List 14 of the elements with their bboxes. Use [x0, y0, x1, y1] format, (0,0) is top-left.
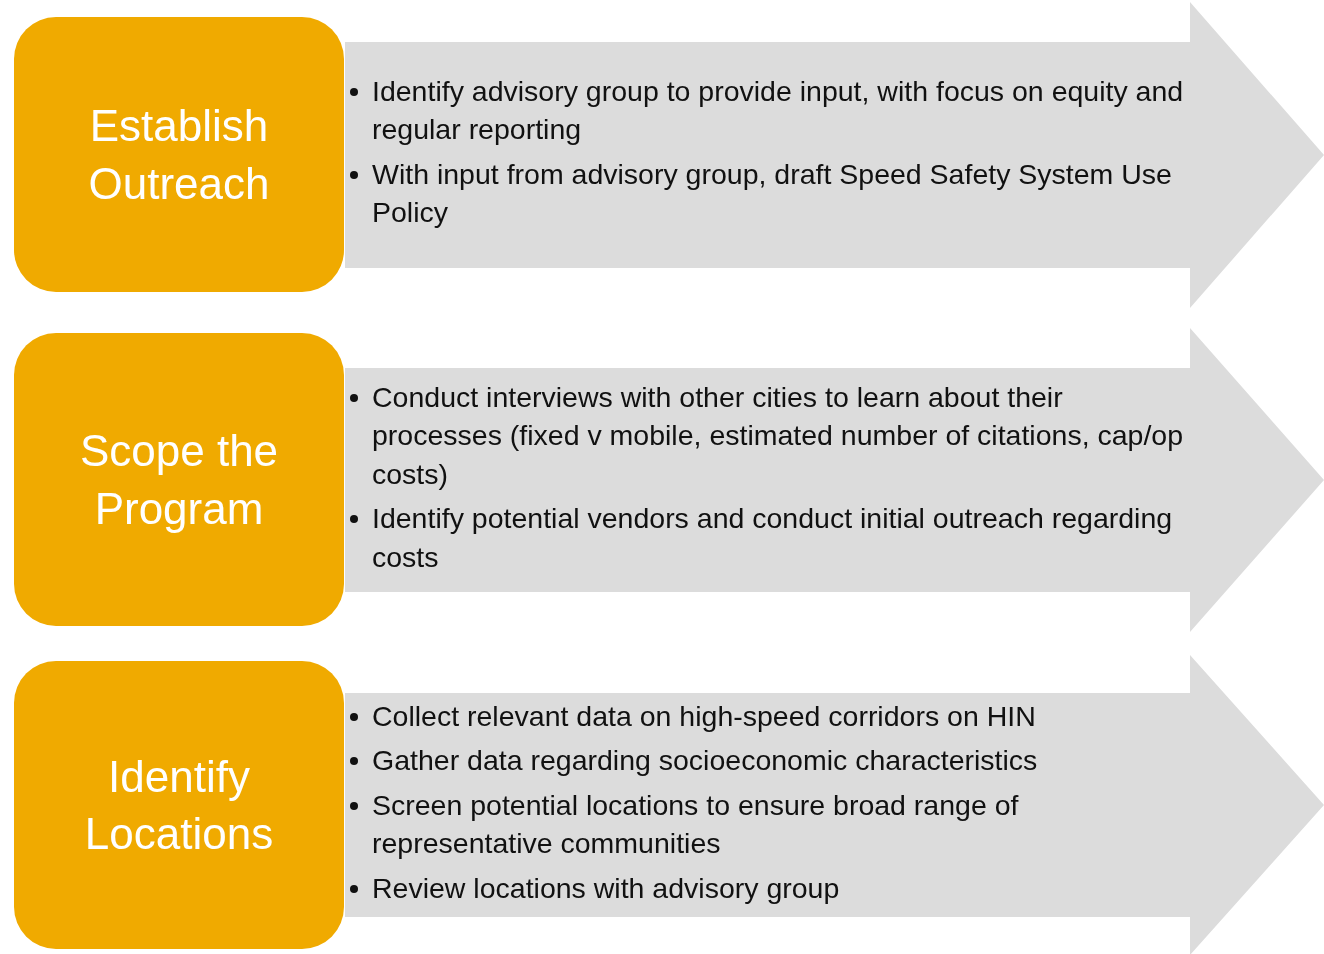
bullet-item: Review locations with advisory group [348, 868, 1193, 908]
bullet-item: Identify advisory group to provide input, with focus on equity and regular reporting [348, 72, 1193, 149]
bullet-item: Screen potential locations to ensure broad range of representative communities [348, 785, 1193, 863]
step-title: Scope the Program [78, 425, 280, 535]
bullet-item: With input from advisory group, draft Speed Safety System Use Policy [348, 154, 1193, 232]
bullet-item: Conduct interviews with other cities to learn about their processes (fixed v mobile, estimated number of citations, cap/op costs) [348, 378, 1193, 494]
step-title: Establish Outreach [87, 100, 271, 210]
step-box [14, 17, 344, 292]
bullet-item: Identify potential vendors and conduct initial outreach regarding costs [348, 499, 1193, 577]
step-title: Identify Locations [83, 750, 275, 860]
step-box [14, 333, 344, 626]
bullet-item: Gather data regarding socioeconomic characteristics [348, 741, 1193, 780]
step-box [14, 661, 344, 949]
bullet-item: Collect relevant data on high-speed corridors on HIN [348, 697, 1193, 736]
